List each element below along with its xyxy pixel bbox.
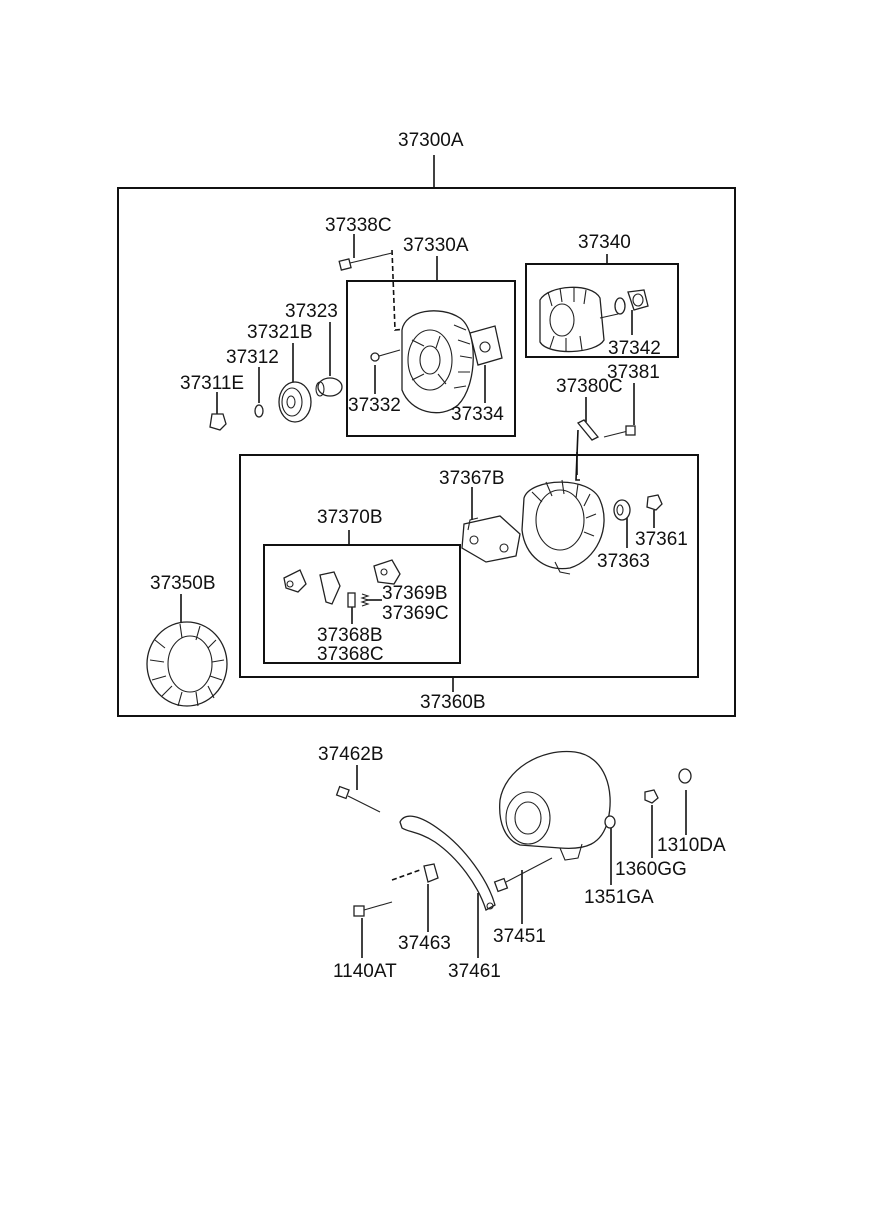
- label-37321B: 37321B: [247, 322, 313, 343]
- bracket-37380C-icon: [576, 419, 600, 441]
- label-37369B: 37369B: [382, 583, 448, 604]
- label-37350B: 37350B: [150, 573, 216, 594]
- label-37360B: 37360B: [420, 692, 486, 713]
- label-37338C: 37338C: [325, 215, 392, 236]
- bolt-37462B-icon: [335, 785, 381, 813]
- label-37330A: 37330A: [403, 235, 469, 256]
- bolt-37451-icon: [493, 857, 553, 893]
- label-37368C: 37368C: [317, 644, 384, 665]
- label-37363: 37363: [597, 551, 650, 572]
- label-1360GG: 1360GG: [615, 859, 687, 880]
- label-37451: 37451: [493, 926, 546, 947]
- assembly-frame-37300A: [117, 187, 736, 717]
- label-37334: 37334: [451, 404, 504, 425]
- bearing-37342-icon: [614, 289, 649, 315]
- group-frame-37370B: [263, 544, 461, 664]
- adjust-bracket-37461-icon: [399, 815, 496, 911]
- rectifier-37367B-icon: [461, 515, 521, 563]
- screw-37332-icon: [370, 349, 401, 362]
- group-frame-37360B: [239, 454, 699, 678]
- leader-lines: [180, 155, 687, 958]
- label-37361: 37361: [635, 529, 688, 550]
- nut-37463-icon: [423, 863, 439, 883]
- bolt-37338C-icon: [338, 252, 393, 271]
- front-housing-icon: [521, 479, 605, 575]
- label-1140AT: 1140AT: [333, 961, 397, 982]
- rotor-37340-icon: [539, 286, 619, 353]
- label-37381: 37381: [607, 362, 660, 383]
- label-37340: 37340: [578, 232, 631, 253]
- bolt-1140AT-icon: [353, 901, 393, 917]
- brush-spring-37369-icon: [360, 593, 370, 607]
- label-37367B: 37367B: [439, 468, 505, 489]
- pulley-37321B-icon: [278, 381, 312, 423]
- label-1351GA: 1351GA: [584, 887, 654, 908]
- brush-holder-37370B-icon: [283, 559, 401, 605]
- label-37300A: 37300A: [398, 130, 464, 151]
- group-frame-37340: [525, 263, 679, 358]
- label-37380C: 37380C: [556, 376, 623, 397]
- label-37461: 37461: [448, 961, 501, 982]
- label-1310DA: 1310DA: [657, 835, 726, 856]
- label-37368B: 37368B: [317, 625, 383, 646]
- alternator-body-icon: [499, 750, 611, 861]
- washer-37312-icon: [254, 404, 264, 418]
- washer-1351GA-icon: [604, 815, 616, 829]
- nut-37311E-icon: [209, 413, 227, 431]
- rear-housing-icon: [401, 310, 474, 414]
- label-37311E: 37311E: [180, 373, 244, 394]
- bolt-37381-icon: [603, 425, 636, 438]
- terminal-plate-37334-icon: [469, 325, 503, 366]
- label-37323: 37323: [285, 301, 338, 322]
- group-frame-37330A: [346, 280, 516, 437]
- bushing-37363-icon: [613, 499, 631, 521]
- label-37462B: 37462B: [318, 744, 384, 765]
- brush-37368-icon: [347, 592, 356, 608]
- nut-37361-icon: [646, 494, 663, 511]
- nut-1360GG-icon: [644, 789, 659, 804]
- spacer-1310DA-icon: [678, 768, 692, 784]
- label-37342: 37342: [608, 338, 661, 359]
- label-37312: 37312: [226, 347, 279, 368]
- label-37369C: 37369C: [382, 603, 449, 624]
- label-37332: 37332: [348, 395, 401, 416]
- label-37370B: 37370B: [317, 507, 383, 528]
- stator-37350B-icon: [146, 621, 228, 707]
- label-37463: 37463: [398, 933, 451, 954]
- spacer-37323-icon: [315, 377, 343, 397]
